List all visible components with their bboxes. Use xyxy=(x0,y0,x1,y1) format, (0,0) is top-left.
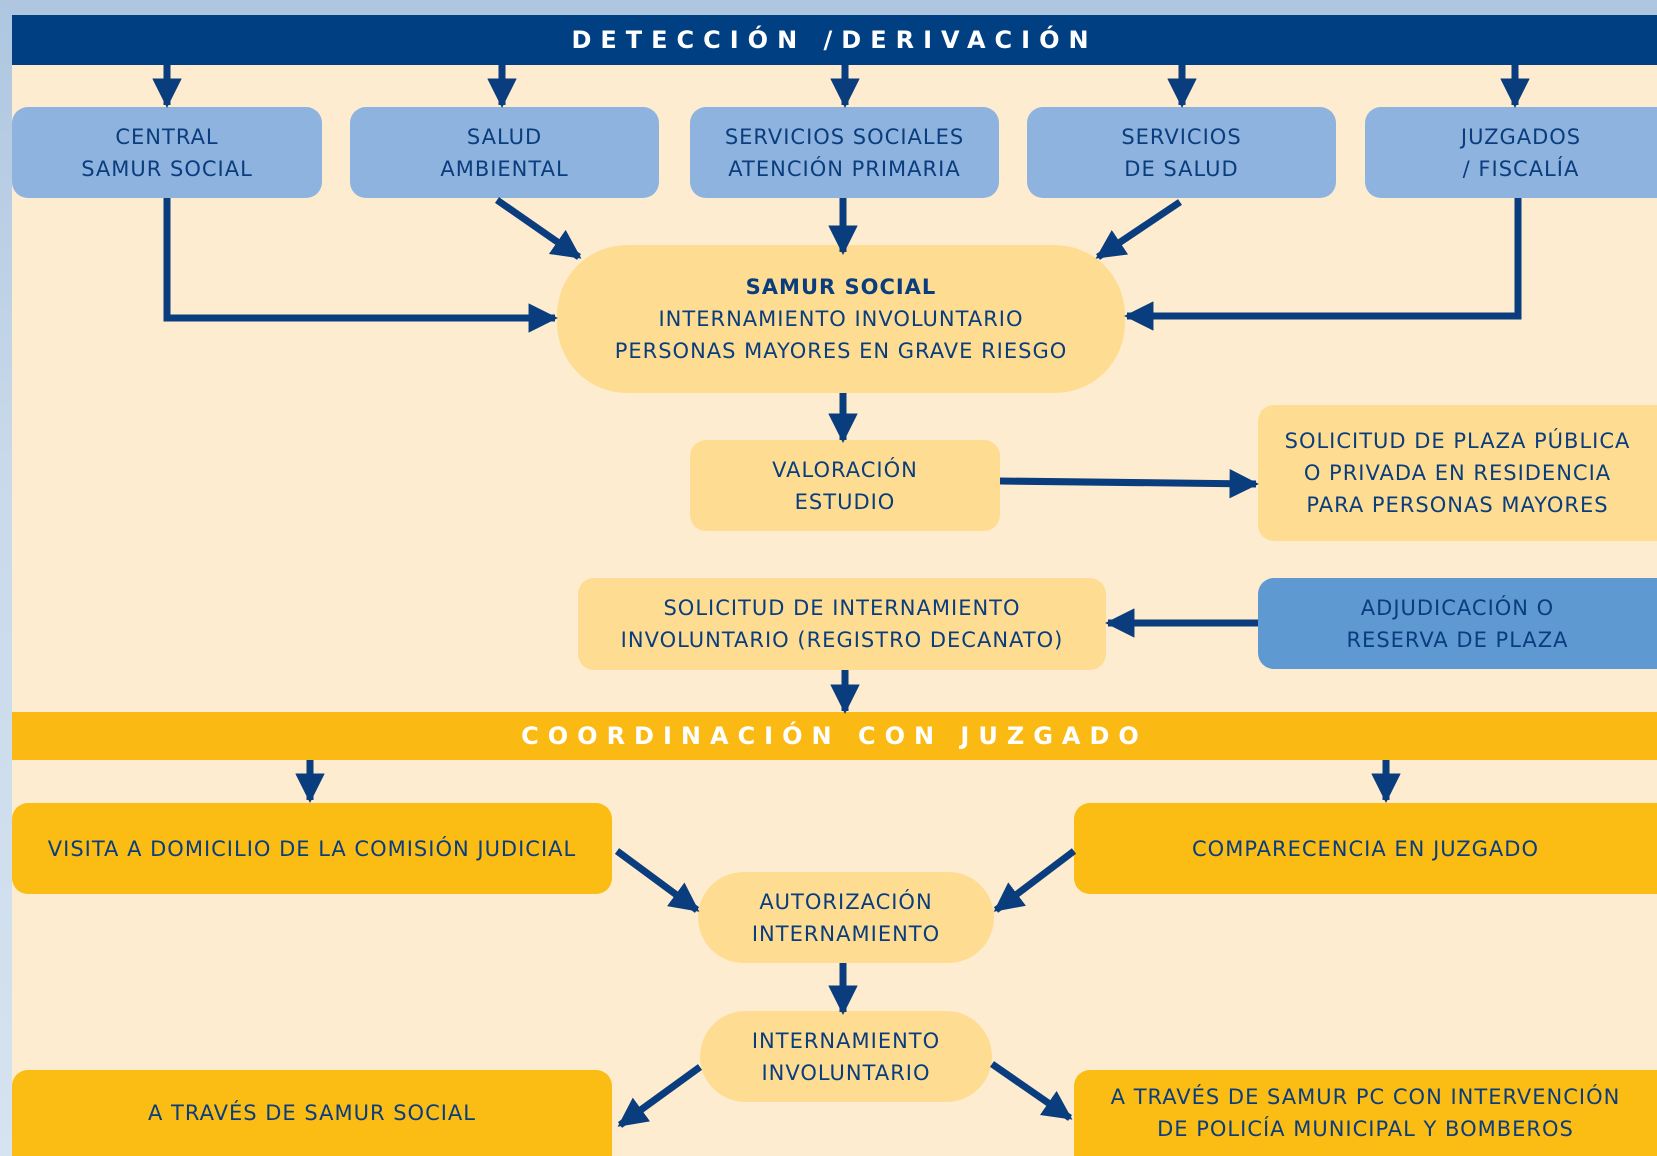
valoracion-estudio-box: VALORACIÓN ESTUDIO xyxy=(690,440,1000,531)
source-line2: DE SALUD xyxy=(1124,156,1239,181)
via-samur-pc-box: A TRAVÉS DE SAMUR PC CON INTERVENCIÓN DE… xyxy=(1074,1070,1657,1156)
arrow-salud-ambiental-to-hub xyxy=(495,197,582,260)
valoracion-line1: VALORACIÓN xyxy=(772,457,918,482)
hub-line2: PERSONAS MAYORES EN GRAVE RIESGO xyxy=(614,339,1068,363)
source-line2: SAMUR SOCIAL xyxy=(81,156,253,181)
valoracion-line2: ESTUDIO xyxy=(794,489,896,514)
source-juzgados-fiscalia: JUZGADOS / FISCALÍA xyxy=(1365,107,1657,198)
source-line2: ATENCIÓN PRIMARIA xyxy=(728,156,961,181)
adjudicacion-line1: ADJUDICACIÓN O xyxy=(1360,595,1555,620)
coordination-band: COORDINACIÓN CON JUZGADO xyxy=(12,712,1657,760)
source-salud-ambiental: SALUD AMBIENTAL xyxy=(350,107,659,198)
coordination-title: COORDINACIÓN CON JUZGADO xyxy=(521,722,1148,750)
via-samur-social-box: A TRAVÉS DE SAMUR SOCIAL xyxy=(12,1070,612,1156)
header-band: DETECCIÓN /DERIVACIÓN xyxy=(12,15,1657,65)
samur-social-hub: SAMUR SOCIAL INTERNAMIENTO INVOLUNTARIO … xyxy=(557,245,1125,393)
source-line1: SERVICIOS SOCIALES xyxy=(724,124,965,149)
comparecencia-text: COMPARECENCIA EN JUZGADO xyxy=(1192,836,1539,861)
arrow-juzgados-to-hub xyxy=(1124,198,1522,331)
visita-domicilio-box: VISITA A DOMICILIO DE LA COMISIÓN JUDICI… xyxy=(12,803,612,894)
internamiento-line1: INTERNAMIENTO xyxy=(751,1028,941,1053)
arrow-valoracion-to-plaza xyxy=(999,468,1259,499)
header-title: DETECCIÓN /DERIVACIÓN xyxy=(571,26,1098,54)
source-line1: JUZGADOS xyxy=(1460,124,1582,149)
via-samur-pc-line2: DE POLICÍA MUNICIPAL Y BOMBEROS xyxy=(1157,1117,1574,1141)
arrow-central-to-hub xyxy=(163,198,558,333)
solicitud-plaza-line1: SOLICITUD DE PLAZA PÚBLICA xyxy=(1284,429,1631,453)
hub-title: SAMUR SOCIAL xyxy=(745,275,937,299)
solicitud-plaza-line2: O PRIVADA EN RESIDENCIA xyxy=(1303,461,1612,485)
adjudicacion-line2: RESERVA DE PLAZA xyxy=(1346,627,1569,652)
autorizacion-line1: AUTORIZACIÓN xyxy=(759,889,933,914)
source-line1: CENTRAL xyxy=(115,124,219,149)
solicitud-plaza-box: SOLICITUD DE PLAZA PÚBLICA O PRIVADA EN … xyxy=(1258,405,1657,541)
source-line1: SERVICIOS xyxy=(1121,124,1242,149)
autorizacion-line2: INTERNAMIENTO xyxy=(751,921,941,946)
solicitud-internamiento-line2: INVOLUNTARIO (REGISTRO DECANATO) xyxy=(620,628,1064,652)
source-line2: / FISCALÍA xyxy=(1462,156,1580,181)
autorizacion-box: AUTORIZACIÓN INTERNAMIENTO xyxy=(698,872,994,963)
solicitud-internamiento-box: SOLICITUD DE INTERNAMIENTO INVOLUNTARIO … xyxy=(578,578,1106,670)
source-line1: SALUD xyxy=(466,124,543,149)
adjudicacion-box: ADJUDICACIÓN O RESERVA DE PLAZA xyxy=(1258,578,1657,669)
solicitud-internamiento-line1: SOLICITUD DE INTERNAMIENTO xyxy=(663,596,1021,620)
via-samur-pc-line1: A TRAVÉS DE SAMUR PC CON INTERVENCIÓN xyxy=(1110,1085,1621,1109)
source-servicios-sociales: SERVICIOS SOCIALES ATENCIÓN PRIMARIA xyxy=(690,107,999,198)
arrow-comparecencia-to-autorizacion xyxy=(993,848,1077,913)
via-samur-social-text: A TRAVÉS DE SAMUR SOCIAL xyxy=(147,1101,476,1125)
source-central-samur-social: CENTRAL SAMUR SOCIAL xyxy=(12,107,322,198)
visita-text: VISITA A DOMICILIO DE LA COMISIÓN JUDICI… xyxy=(47,836,577,861)
internamiento-box: INTERNAMIENTO INVOLUNTARIO xyxy=(700,1011,992,1102)
hub-line1: INTERNAMIENTO INVOLUNTARIO xyxy=(658,307,1024,331)
arrow-visita-to-autorizacion xyxy=(614,848,700,913)
source-servicios-de-salud: SERVICIOS DE SALUD xyxy=(1027,107,1336,198)
source-line2: AMBIENTAL xyxy=(440,156,569,181)
comparecencia-box: COMPARECENCIA EN JUZGADO xyxy=(1074,803,1657,894)
solicitud-plaza-line3: PARA PERSONAS MAYORES xyxy=(1306,493,1609,517)
arrow-servicios-salud-to-hub xyxy=(1095,199,1182,260)
arrow-internamiento-to-samur-social xyxy=(617,1064,703,1128)
arrow-internamiento-to-samur-pc xyxy=(990,1061,1073,1121)
internamiento-line2: INVOLUNTARIO xyxy=(761,1060,931,1085)
